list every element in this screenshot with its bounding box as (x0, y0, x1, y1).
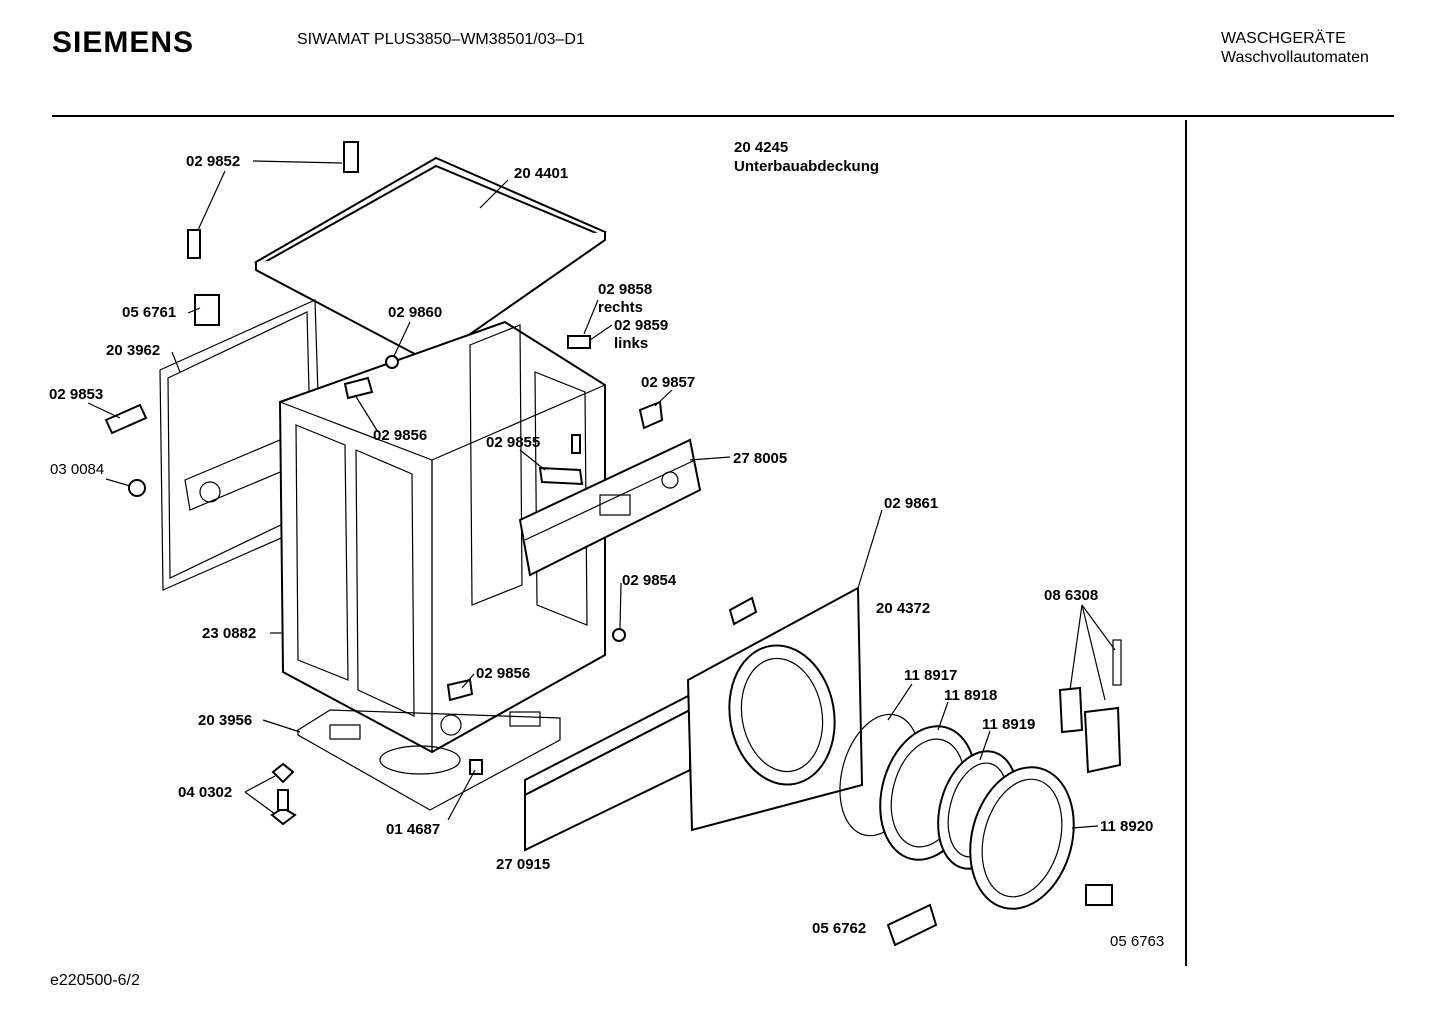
part-label: 05 6762 (812, 920, 866, 937)
plinth-drawing (524, 693, 691, 852)
part-label: 02 9859 (614, 317, 668, 334)
category-title: WASCHGERÄTE (1221, 30, 1346, 47)
model-title: SIWAMAT PLUS3850–WM38501/03–D1 (297, 31, 585, 48)
part-label: 02 9855 (486, 434, 540, 451)
part-label: 23 0882 (202, 625, 256, 642)
part-label: 03 0084 (50, 461, 104, 478)
document-id: e220500-6/2 (50, 972, 140, 989)
cabinet-drawing (278, 320, 606, 754)
part-description: rechts (598, 299, 643, 316)
front-panel-drawing (686, 586, 864, 832)
part-label: 20 4245 (734, 139, 788, 156)
part-label: 11 8919 (982, 716, 1035, 733)
part-label: 02 9856 (476, 665, 530, 682)
small-parts-drawing (104, 141, 1113, 947)
part-label: 11 8918 (944, 687, 997, 704)
part-label: 01 4687 (386, 821, 440, 838)
part-label: 20 3956 (198, 712, 252, 729)
header-rule (52, 115, 1394, 117)
leader-lines (87, 160, 1116, 829)
part-label: 27 8005 (733, 450, 787, 467)
part-label: 20 4401 (514, 165, 568, 182)
part-label: 11 8920 (1100, 818, 1153, 835)
part-label: 20 4372 (876, 600, 930, 617)
part-label: 11 8917 (904, 667, 957, 684)
side-rule (1185, 120, 1187, 966)
door-parts-drawing (839, 713, 1075, 910)
part-label: 02 9860 (388, 304, 442, 321)
part-label: 08 6308 (1044, 587, 1098, 604)
part-label: 02 9861 (884, 495, 938, 512)
part-label: 02 9854 (622, 572, 677, 589)
part-label: 04 0302 (178, 784, 232, 801)
part-label: 02 9853 (49, 386, 103, 403)
part-label: 27 0915 (496, 856, 550, 873)
brand-logo: SIEMENS (52, 26, 195, 59)
base-plate-drawing (297, 709, 561, 811)
category-subtitle: Waschvollautomaten (1221, 49, 1369, 66)
part-label: 02 9858 (598, 281, 652, 298)
hinge-drawing (1058, 639, 1122, 774)
part-description: links (614, 335, 648, 352)
part-label: 02 9852 (186, 153, 240, 170)
part-description: Unterbauabdeckung (734, 158, 879, 175)
part-label: 02 9857 (641, 374, 695, 391)
part-label: 05 6763 (1110, 933, 1164, 950)
part-label: 02 9856 (373, 427, 427, 444)
control-panel-drawing (518, 438, 702, 577)
lid-drawing (253, 156, 608, 364)
part-label: 05 6761 (122, 304, 176, 321)
part-label: 20 3962 (106, 342, 160, 359)
